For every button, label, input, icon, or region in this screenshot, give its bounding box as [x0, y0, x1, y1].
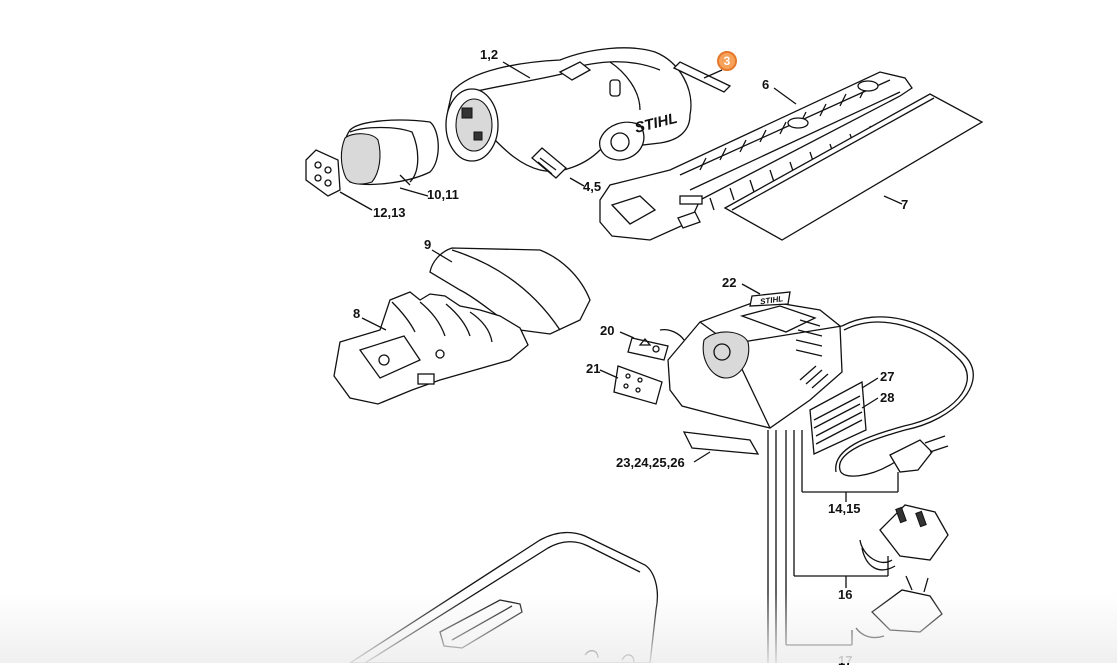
callout-7[interactable]: 7 [901, 197, 909, 212]
uk-plug-part[interactable] [859, 504, 949, 571]
battery-part[interactable] [340, 119, 439, 186]
callout-27[interactable]: 27 [880, 369, 895, 384]
callout-6[interactable]: 6 [762, 77, 770, 92]
tool-body-part[interactable] [445, 47, 692, 172]
label-23-26[interactable] [682, 431, 760, 455]
callout-23-26[interactable]: 23,24,25,26 [616, 455, 685, 470]
callout-17[interactable]: 17 [838, 653, 853, 668]
callout-20[interactable]: 20 [600, 323, 615, 338]
callout-4-5[interactable]: 4,5 [583, 179, 602, 194]
blade-sheath-part[interactable] [723, 93, 984, 241]
charger-cable [839, 316, 974, 477]
warning-label-20[interactable] [627, 337, 669, 361]
eu-plug-part[interactable] [889, 435, 949, 473]
callout-22[interactable]: 22 [722, 275, 737, 290]
callout-9[interactable]: 9 [424, 237, 432, 252]
callout-1-2[interactable]: 1,2 [480, 47, 499, 62]
bracket-lines [767, 430, 899, 663]
stihl-label-22[interactable] [749, 291, 791, 307]
callout-21[interactable]: 21 [586, 361, 601, 376]
au-plug-part[interactable] [855, 575, 943, 639]
leader-lines [339, 61, 903, 588]
symbol-label-21[interactable] [613, 365, 663, 405]
cover-plate-part[interactable] [305, 149, 341, 197]
charger-part[interactable] [667, 299, 843, 429]
callout-16[interactable]: 16 [838, 587, 853, 602]
stihl-label-text: STIHL [760, 294, 784, 306]
callout-3-highlighted[interactable]: 3 [717, 51, 737, 71]
strip-part[interactable] [672, 61, 732, 93]
callout-8[interactable]: 8 [353, 306, 361, 321]
hedge-blade-part[interactable] [599, 71, 913, 241]
callout-10-11[interactable]: 10,11 [427, 187, 459, 202]
shear-blade-part[interactable] [333, 291, 529, 405]
carry-case-part[interactable] [347, 531, 659, 664]
shear-guard-part[interactable] [429, 247, 591, 335]
callout-14-15[interactable]: 14,15 [828, 501, 861, 516]
callout-28[interactable]: 28 [880, 390, 895, 405]
callout-12-13[interactable]: 12,13 [373, 205, 406, 220]
